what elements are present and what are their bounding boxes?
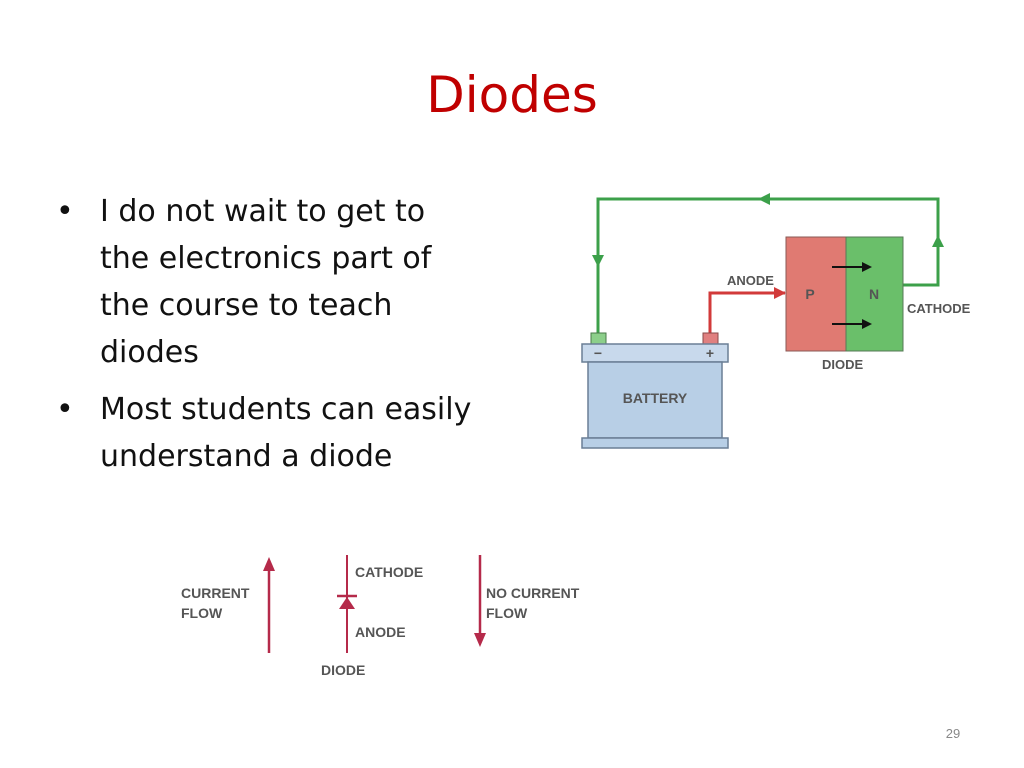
cathode-label: CATHODE	[907, 301, 971, 316]
wire-arrow-down-icon	[592, 255, 604, 267]
pn-arrow-bottom-head-icon	[862, 319, 872, 329]
current-flow-label-line2: FLOW	[181, 605, 223, 621]
p-label: P	[805, 286, 814, 302]
wire-arrow-left-icon	[758, 193, 770, 205]
symbol-cathode-label: CATHODE	[355, 564, 423, 580]
no-current-arrow-down-icon	[474, 633, 486, 647]
battery-terminal-positive	[702, 332, 719, 345]
page-number: 29	[945, 726, 961, 741]
battery-body	[587, 361, 723, 439]
battery-plus-sign: +	[706, 345, 714, 361]
current-flow-label-line1: CURRENT	[181, 585, 250, 601]
symbol-anode-label: ANODE	[355, 624, 406, 640]
n-label: N	[869, 286, 879, 302]
current-flow-arrow-up-icon	[263, 557, 275, 571]
battery-base	[581, 437, 729, 449]
bullet-text: I do not wait to get to the electronics …	[100, 194, 432, 370]
no-current-label-line1: NO CURRENT	[486, 585, 580, 601]
p-region	[785, 236, 847, 352]
diode-symbol-triangle-icon	[339, 597, 355, 609]
bullet-list: • I do not wait to get to the electronic…	[56, 188, 476, 490]
pn-arrow-top-head-icon	[862, 262, 872, 272]
bullet-item: • I do not wait to get to the electronic…	[56, 188, 476, 376]
green-wire	[596, 197, 940, 335]
bullet-item: • Most students can easily understand a …	[56, 386, 476, 480]
bullet-dot: •	[56, 194, 74, 229]
red-wire	[708, 291, 785, 335]
no-current-label-line2: FLOW	[486, 605, 528, 621]
diode-symbol-legend: CURRENT FLOW CATHODE ANODE DIODE NO CURR…	[181, 555, 580, 678]
n-region	[845, 236, 904, 352]
bullet-dot: •	[56, 392, 74, 427]
slide-title: Diodes	[426, 66, 598, 124]
symbol-diode-label: DIODE	[321, 662, 365, 678]
diode-label: DIODE	[822, 357, 864, 372]
battery-terminal-negative	[590, 332, 607, 345]
anode-label: ANODE	[727, 273, 774, 288]
circuit-diagram: P N ANODE CATHODE DIODE − + BATTERY	[581, 193, 971, 449]
red-wire-arrow-icon	[774, 287, 786, 299]
bullet-text: Most students can easily understand a di…	[100, 392, 472, 474]
battery-minus-sign: −	[594, 345, 602, 361]
battery-label: BATTERY	[623, 390, 688, 406]
wire-arrow-up-icon	[932, 235, 944, 247]
